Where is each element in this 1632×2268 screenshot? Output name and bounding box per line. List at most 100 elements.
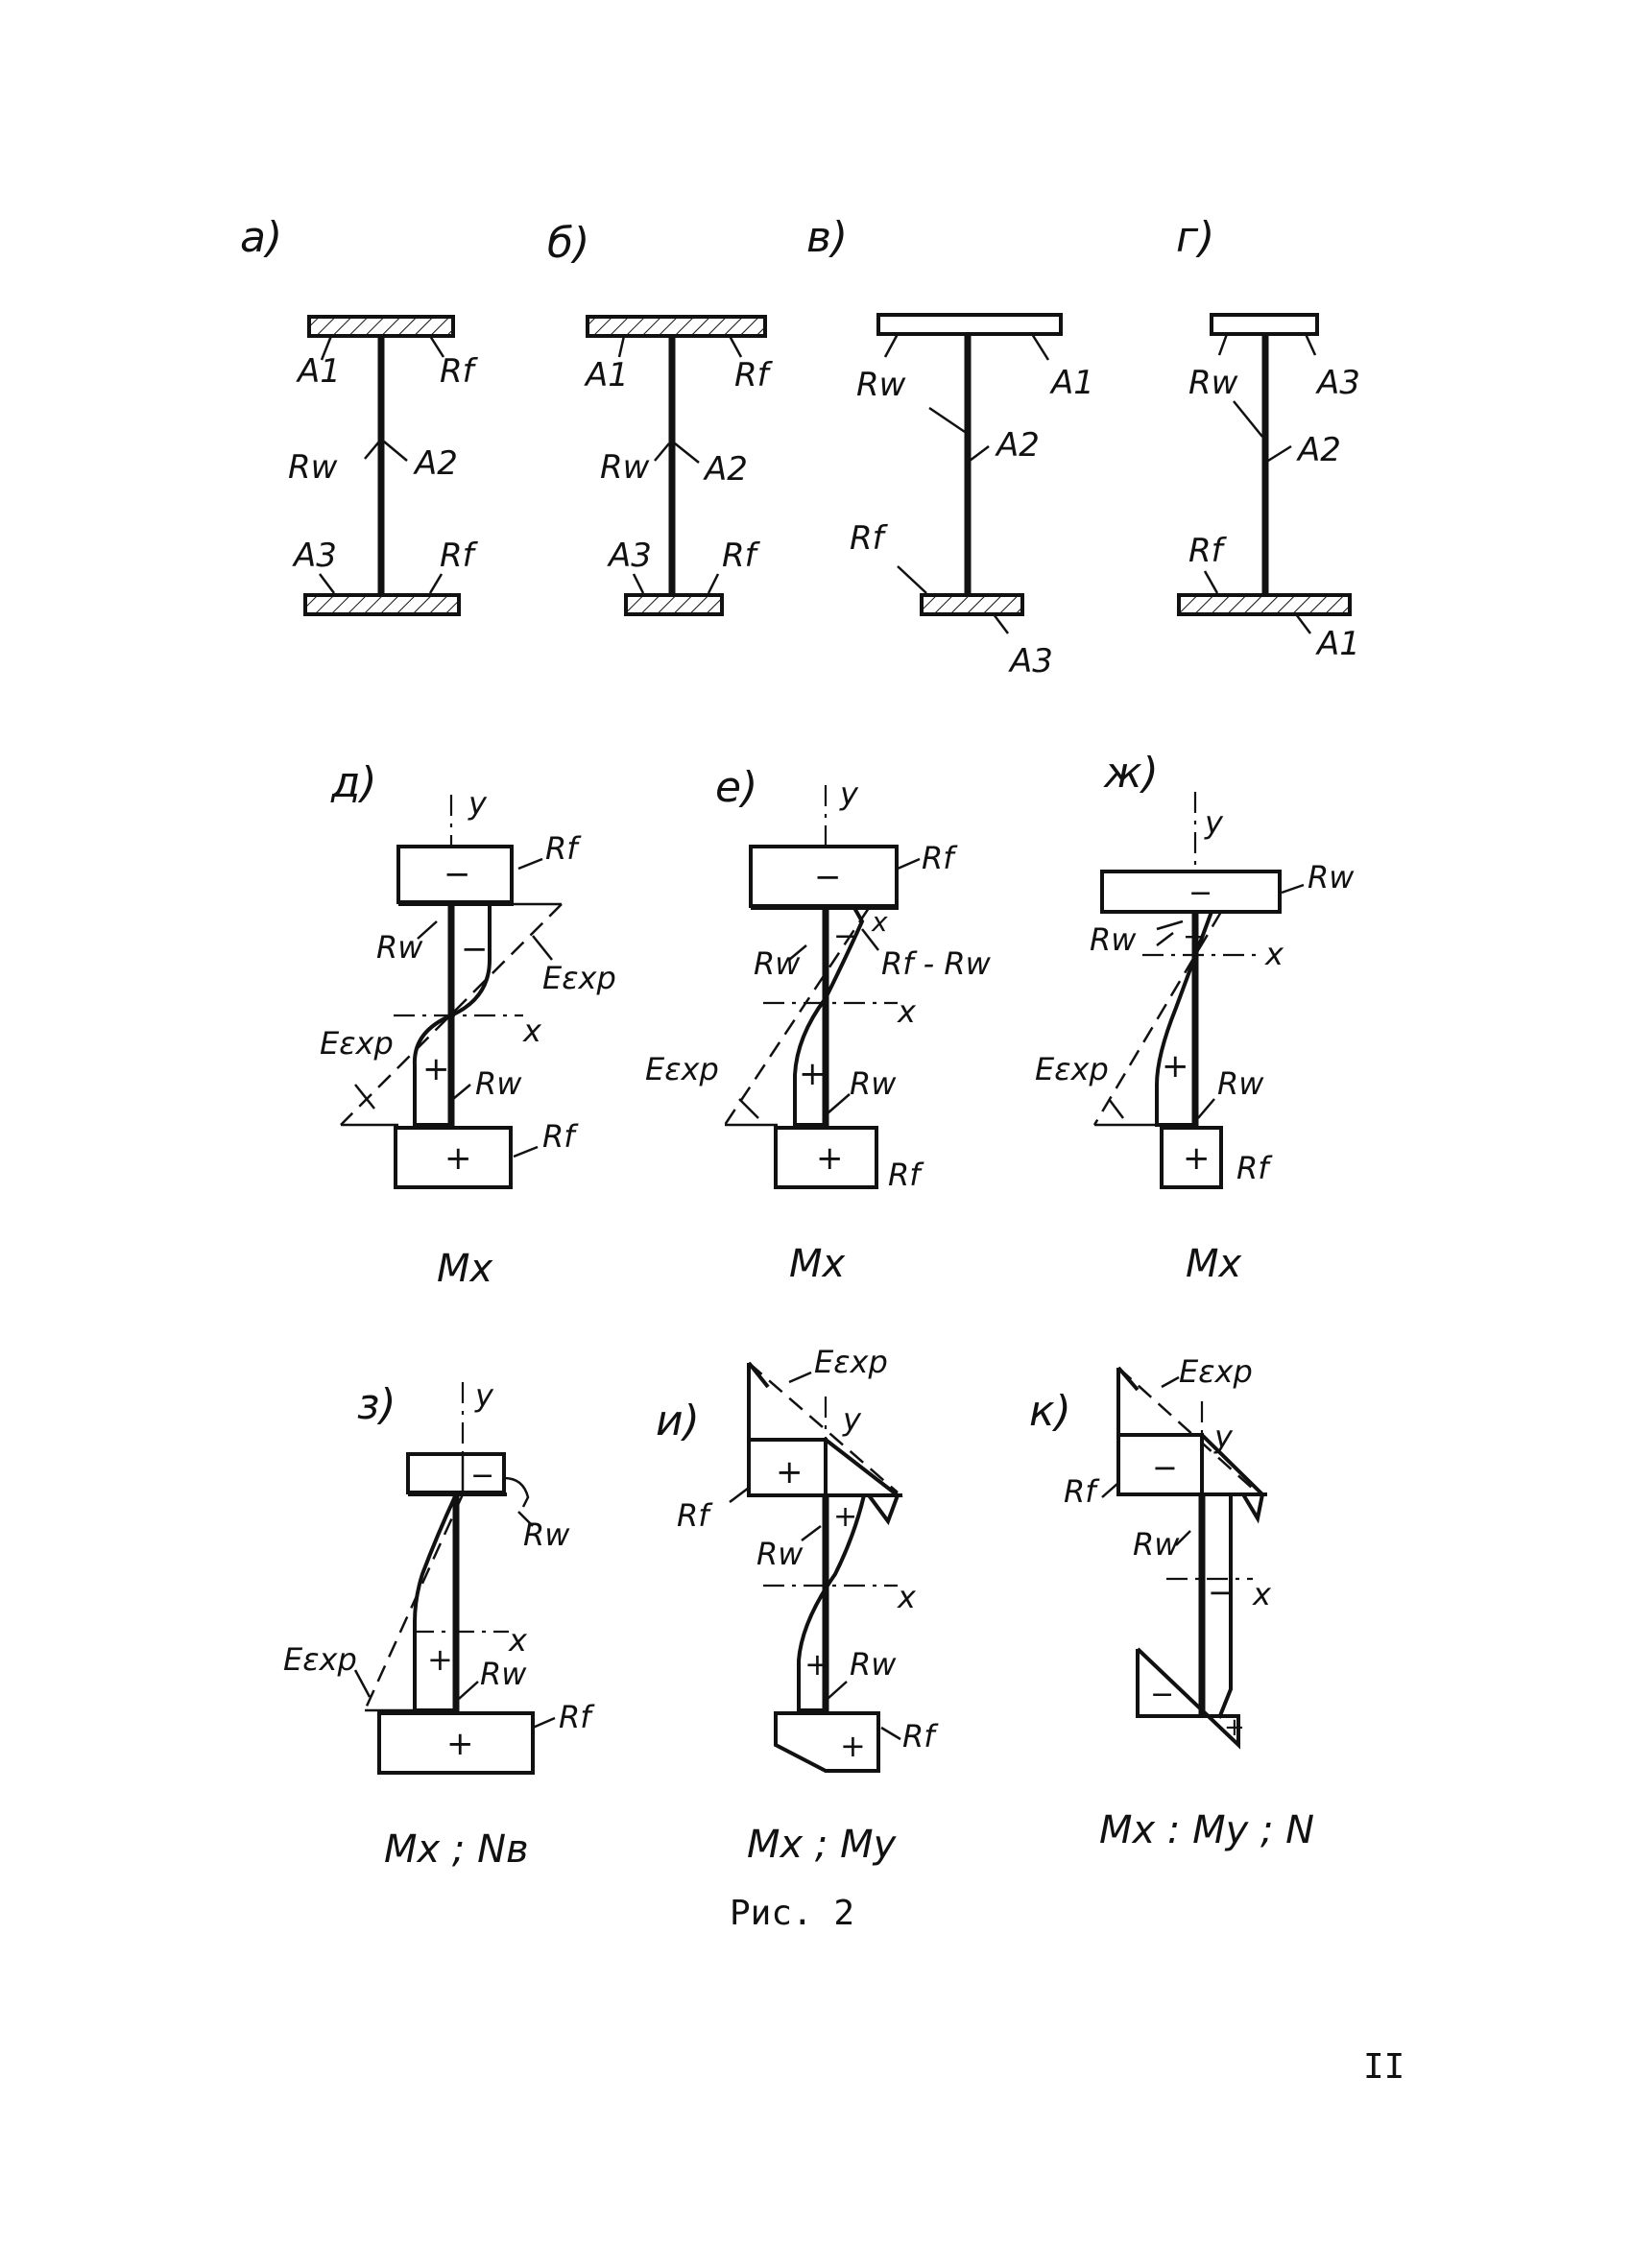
label-Rw: Rw xyxy=(756,1536,804,1572)
label-E-eps-xp: Eεxp xyxy=(814,1344,888,1380)
panel-zh: ж) y − − + x + Rw Rw Eεxp Rw Rf Mx xyxy=(1035,749,1355,1286)
bottom-flange-stress xyxy=(774,1711,880,1773)
label-Rf: Rf xyxy=(677,1497,713,1534)
bottom-flange-stress xyxy=(377,1711,535,1775)
label-E-eps-xp: Eεxp xyxy=(1179,1353,1253,1390)
panel-z-caption: Mx ; Nв xyxy=(384,1827,529,1872)
top-flange-stress xyxy=(747,1438,828,1497)
label-y: y xyxy=(842,1401,862,1438)
sign: + xyxy=(840,1728,866,1764)
label-Rw: Rw xyxy=(288,448,338,487)
label-Rw: Rw xyxy=(856,366,906,404)
label-Rf: Rf xyxy=(734,356,774,394)
sign: − xyxy=(1152,1449,1178,1486)
panel-g: г) Rw A3 A2 Rf A1 xyxy=(1176,213,1360,663)
panel-a-letter: а) xyxy=(240,213,282,262)
label-x: x xyxy=(897,1579,917,1615)
panel-g-letter: г) xyxy=(1176,213,1214,262)
bottom-flange-stress xyxy=(394,1126,513,1189)
sign: − xyxy=(444,855,471,894)
sign: − xyxy=(461,930,489,968)
panel-d-letter: д) xyxy=(330,758,377,807)
top-flange xyxy=(586,315,767,338)
label-y: y xyxy=(1204,804,1224,841)
label-Rf-minus-Rw: Rf - Rw xyxy=(881,945,992,982)
bottom-flange xyxy=(1177,593,1352,616)
label-Rf: Rf xyxy=(1064,1473,1100,1510)
label-E-eps-xp: Eεxp xyxy=(645,1051,719,1087)
label-A1: A1 xyxy=(584,356,629,394)
label-E-eps-xp: Eεxp xyxy=(320,1025,394,1062)
label-Rw: Rw xyxy=(850,1065,897,1102)
label-Rf-bottom: Rf xyxy=(440,537,479,575)
top-flange-stress xyxy=(1116,1433,1204,1496)
panel-d-caption: Mx xyxy=(437,1247,493,1291)
label-A1: A1 xyxy=(1315,625,1360,663)
bottom-flange-stress xyxy=(774,1126,878,1189)
sign: + xyxy=(1183,1139,1211,1178)
sign: + xyxy=(816,1139,844,1178)
label-y: y xyxy=(474,1377,494,1414)
panel-k: к) y − − x − + Eεxp Rf Rw Mx : My ; N xyxy=(1029,1353,1314,1852)
label-Rw: Rw xyxy=(850,1646,897,1683)
label-A2: A2 xyxy=(995,426,1040,465)
label-Rf: Rf xyxy=(850,519,889,558)
label-Rw: Rw xyxy=(754,945,801,982)
sign: − xyxy=(833,919,857,953)
top-flange-stress xyxy=(406,1452,506,1494)
top-flange-stress xyxy=(396,845,514,904)
sign: + xyxy=(776,1453,804,1492)
label-x: x xyxy=(897,993,917,1030)
sign: + xyxy=(1162,1047,1189,1086)
label-x: x xyxy=(1264,936,1284,972)
label-Rf: Rf xyxy=(542,1118,579,1155)
label-x: x xyxy=(1252,1576,1272,1612)
label-A2: A2 xyxy=(413,444,458,483)
label-A3: A3 xyxy=(1315,364,1360,402)
label-Rf: Rf xyxy=(559,1699,595,1735)
sign: − xyxy=(1208,1574,1234,1611)
label-x: x xyxy=(508,1622,528,1659)
label-Rf: Rf xyxy=(1236,1150,1273,1186)
sign: − xyxy=(814,858,842,896)
panel-k-letter: к) xyxy=(1029,1387,1071,1436)
figure-caption: Рис. 2 xyxy=(730,1894,854,1933)
panel-i-caption: Mx ; My xyxy=(747,1823,898,1867)
panel-i-letter: и) xyxy=(656,1397,700,1445)
panel-b-letter: б) xyxy=(547,219,589,268)
panel-e-caption: Mx xyxy=(789,1242,846,1286)
label-E-eps-xp: Eεxp xyxy=(1035,1051,1109,1087)
label-Rw: Rw xyxy=(1308,859,1355,895)
label-Rw: Rw xyxy=(376,929,423,966)
sign: + xyxy=(427,1641,453,1678)
panel-z-letter: з) xyxy=(357,1380,396,1429)
sign: + xyxy=(446,1725,474,1763)
label-Rw: Rw xyxy=(475,1065,522,1102)
label-A3: A3 xyxy=(607,537,652,575)
top-flange-stress xyxy=(1100,870,1282,914)
label-Rw: Rw xyxy=(480,1656,527,1692)
sign: − xyxy=(1150,1678,1174,1711)
label-A3: A3 xyxy=(292,537,337,575)
label-Rf: Rf xyxy=(922,840,958,876)
sign: + xyxy=(833,1500,857,1534)
label-y: y xyxy=(839,776,859,812)
sign: + xyxy=(444,1139,472,1178)
label-A3: A3 xyxy=(1008,642,1053,680)
label-Rw: Rw xyxy=(600,448,650,487)
sign: − xyxy=(470,1459,494,1492)
top-flange xyxy=(307,315,455,338)
label-A2: A2 xyxy=(703,450,748,489)
label-y: y xyxy=(1213,1419,1234,1455)
panel-z: з) y − x + + Rw Eεxp Rw Rf Mx ; Nв xyxy=(283,1377,595,1872)
bottom-flange-stress xyxy=(1160,1126,1223,1189)
label-E-eps-xp: Eεxp xyxy=(542,960,616,996)
panel-a: а) A1 Rf Rw A2 A3 Rf xyxy=(240,213,479,616)
label-Rw: Rw xyxy=(1090,921,1137,958)
bottom-flange xyxy=(920,593,1024,616)
top-flange xyxy=(1210,313,1319,336)
label-x-top: x xyxy=(871,906,888,938)
sign: + xyxy=(1224,1713,1245,1742)
label-x: x xyxy=(522,1013,542,1049)
